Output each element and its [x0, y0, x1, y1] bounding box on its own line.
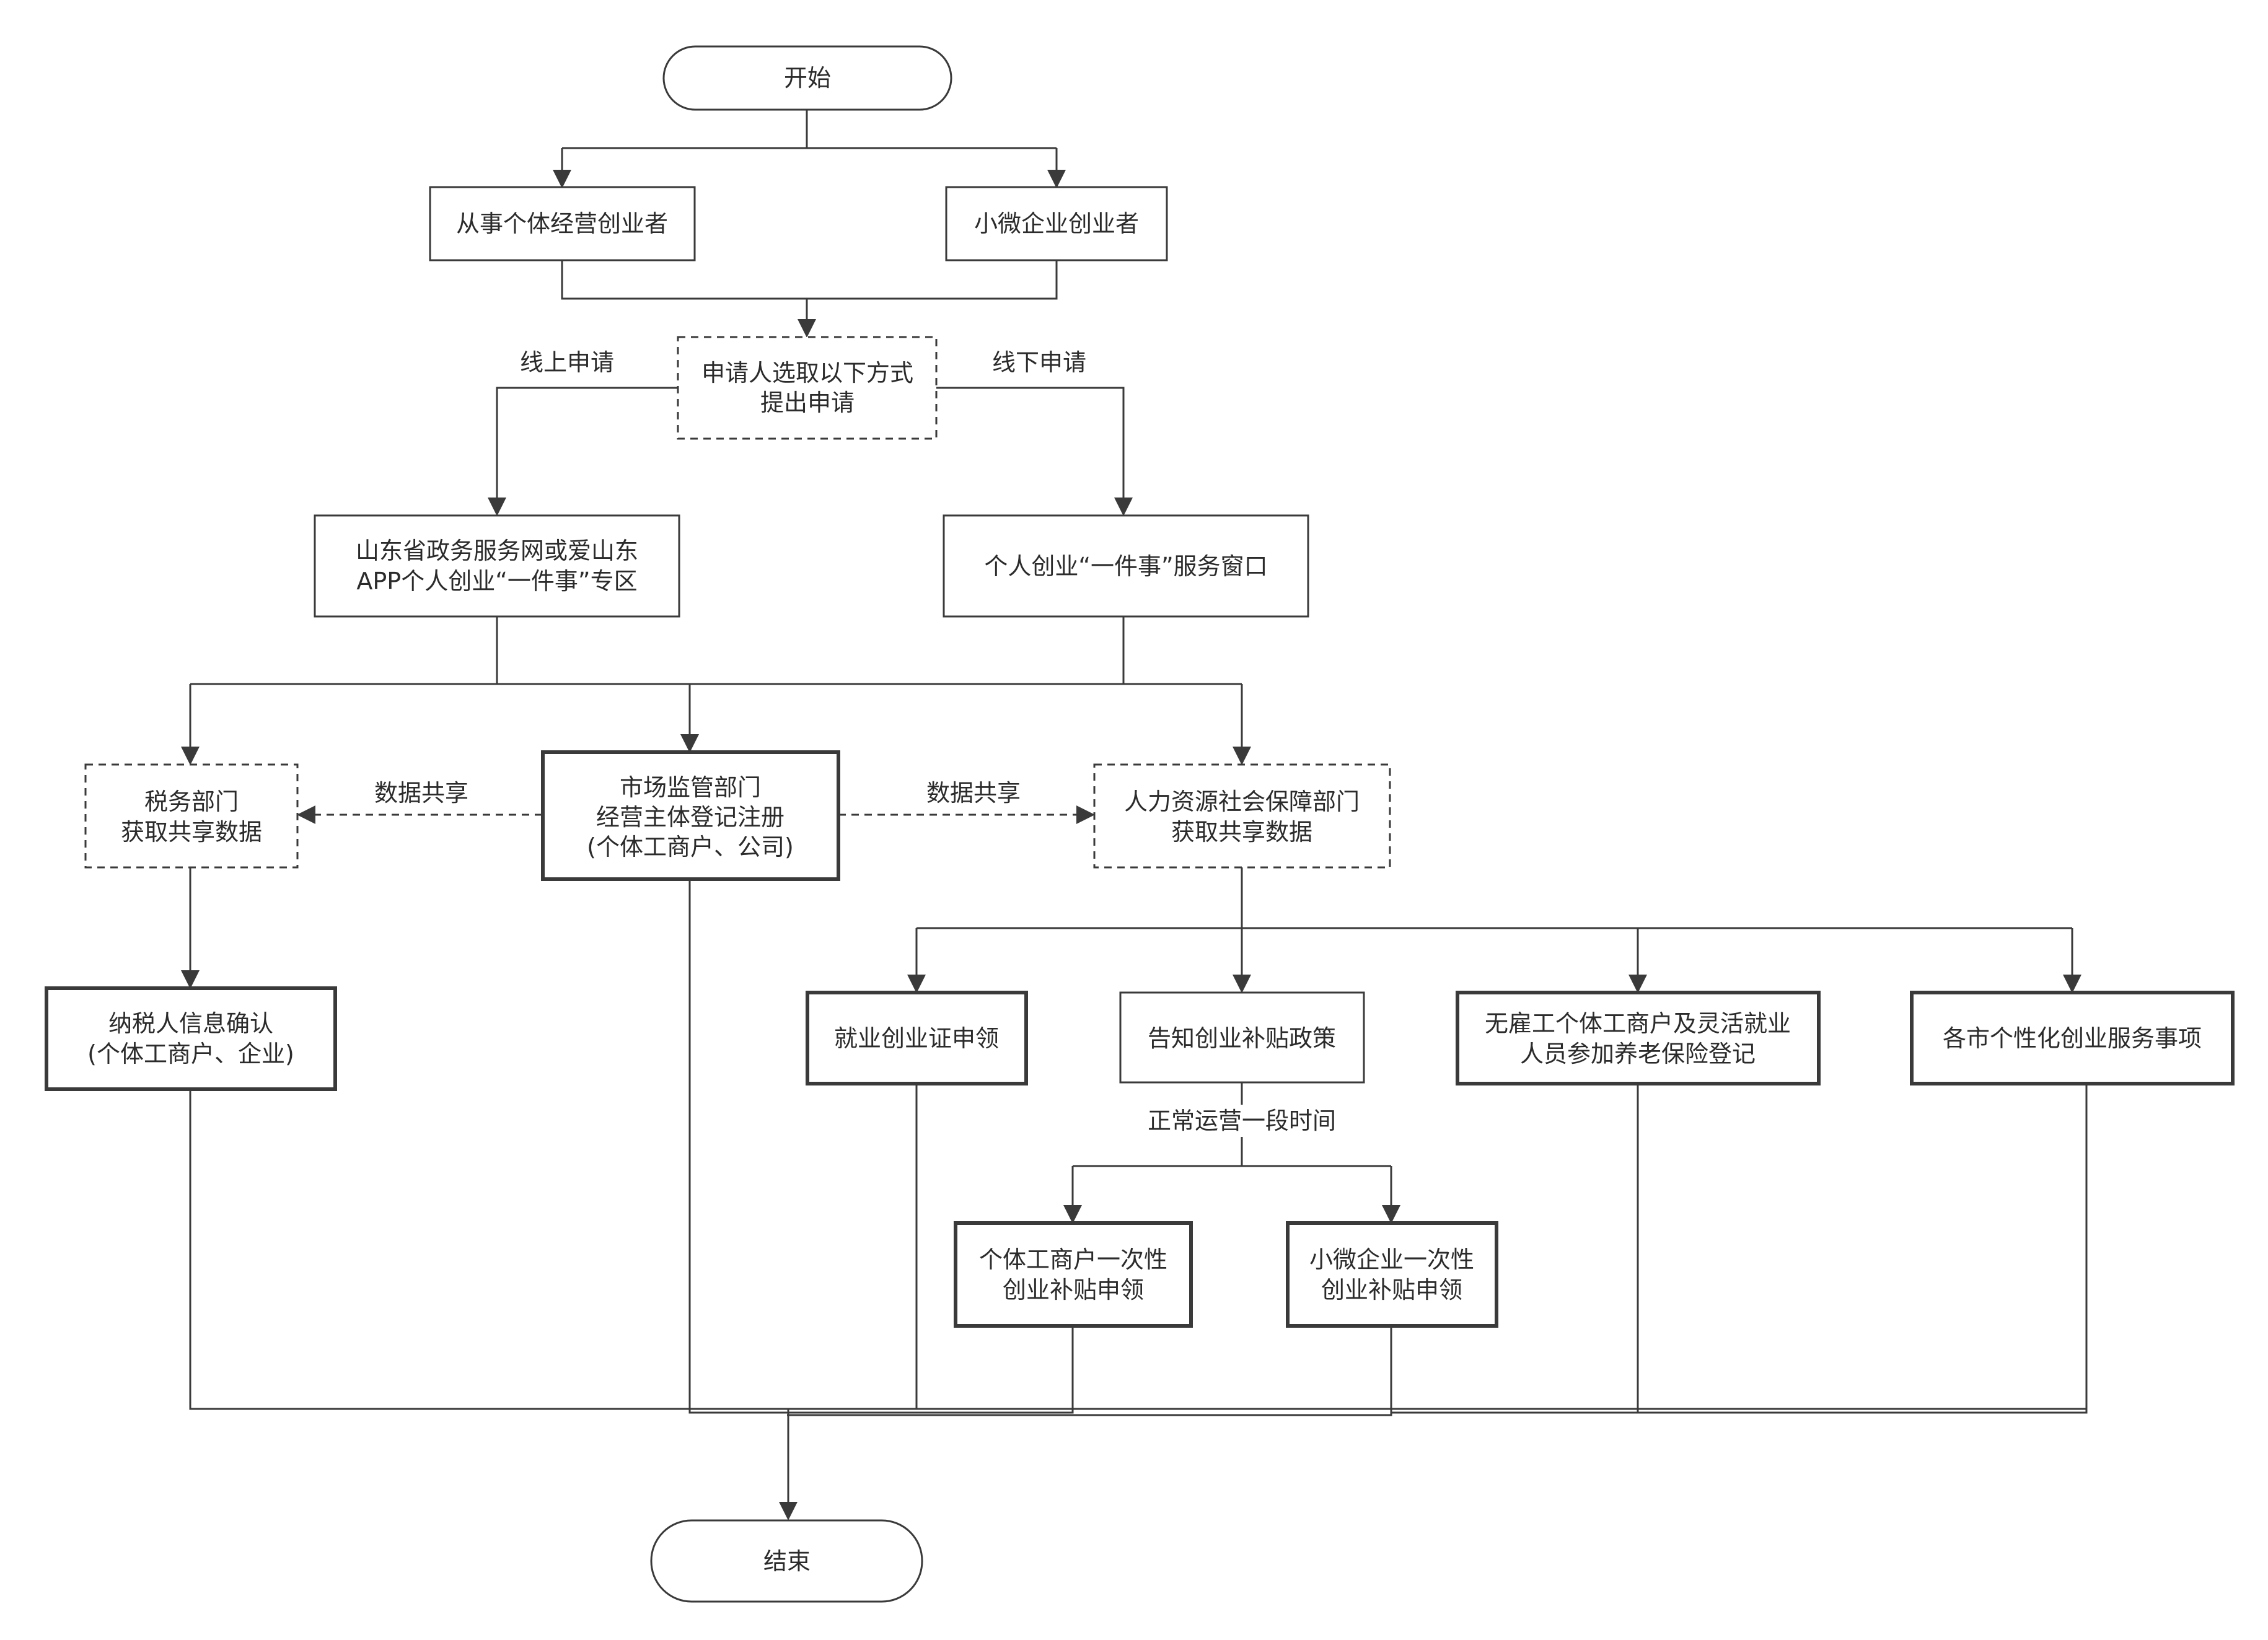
label-share-left: 数据共享	[374, 779, 468, 807]
node-taxpayer-line2: (个体工商户、企业)	[87, 1040, 294, 1068]
label-share-right: 数据共享	[926, 779, 1021, 807]
node-individual-label: 从事个体经营创业者	[456, 210, 668, 237]
node-hr-line1: 人力资源社会保障部门	[1124, 788, 1360, 815]
node-city-services: 各市个性化创业服务事项	[1910, 991, 2235, 1085]
label-normal-operation: 正常运营一段时间	[1148, 1107, 1336, 1134]
node-market-line3: (个体工商户、公司)	[587, 833, 794, 861]
node-choose-line1: 申请人选取以下方式	[701, 359, 913, 387]
edge-market-end	[688, 879, 787, 1414]
node-sme-subsidy-line2: 创业补贴申领	[1321, 1276, 1462, 1304]
node-sme-subsidy: 小微企业一次性 创业补贴申领	[1286, 1221, 1498, 1328]
node-small-biz: 小微企业创业者	[945, 186, 1168, 261]
node-taxpayer-line1: 纳税人信息确认	[108, 1010, 273, 1037]
edge-online	[488, 387, 678, 516]
node-subsidy-policy-label: 告知创业补贴政策	[1148, 1025, 1336, 1052]
node-individual-subsidy: 个体工商户一次性 创业补贴申领	[954, 1221, 1193, 1328]
node-pension-line2: 人员参加养老保险登记	[1520, 1040, 1756, 1068]
node-hr-line2: 获取共享数据	[1171, 818, 1312, 846]
node-online-line1: 山东省政务服务网或爱山东	[356, 537, 638, 564]
edge-sme-subsidy-end	[787, 1326, 1392, 1416]
node-service-window: 个人创业“一件事”服务窗口	[943, 514, 1309, 618]
node-choose-method: 申请人选取以下方式 提出申请	[677, 336, 938, 440]
label-offline: 线下申请	[992, 349, 1086, 376]
node-choose-line2: 提出申请	[760, 389, 855, 416]
node-sme-subsidy-line1: 小微企业一次性	[1309, 1246, 1474, 1273]
node-hr-dept: 人力资源社会保障部门 获取共享数据	[1093, 763, 1391, 869]
node-tax-dept: 税务部门 获取共享数据	[84, 763, 299, 869]
node-city-services-label: 各市个性化创业服务事项	[1943, 1025, 2202, 1052]
node-market-line2: 经营主体登记注册	[596, 804, 785, 831]
node-online-portal: 山东省政务服务网或爱山东 APP个人创业“一件事”专区	[314, 514, 680, 618]
node-end: 结束	[650, 1519, 923, 1603]
node-online-line2: APP个人创业“一件事”专区	[356, 568, 637, 595]
node-ind-subsidy-line2: 创业补贴申领	[1003, 1276, 1144, 1304]
node-subsidy-policy: 告知创业补贴政策	[1119, 991, 1365, 1084]
edge-taxpayer-end	[189, 1089, 787, 1410]
node-start: 开始	[662, 45, 952, 111]
label-bg-normal-operation	[1139, 1105, 1343, 1137]
edge-ind-subsidy-end	[787, 1326, 1074, 1414]
node-market-dept: 市场监管部门 经营主体登记注册 (个体工商户、公司)	[541, 750, 840, 881]
node-ind-subsidy-line1: 个体工商户一次性	[979, 1246, 1167, 1273]
edge-start-split	[562, 110, 1057, 149]
label-online: 线上申请	[520, 349, 614, 376]
edge-merge-applicants	[561, 260, 1058, 300]
node-employment-cert-label: 就业创业证申领	[834, 1025, 999, 1052]
node-tax-line2: 获取共享数据	[121, 818, 262, 846]
node-pension-registration: 无雇工个体工商户及灵活就业 人员参加养老保险登记	[1456, 991, 1821, 1085]
node-end-label: 结束	[763, 1548, 811, 1575]
node-market-line1: 市场监管部门	[620, 774, 761, 801]
node-pension-line1: 无雇工个体工商户及灵活就业	[1485, 1010, 1791, 1037]
edge-city-end	[1638, 1084, 2088, 1414]
node-employment-cert: 就业创业证申领	[806, 991, 1028, 1085]
node-taxpayer-confirm: 纳税人信息确认 (个体工商户、企业)	[45, 986, 337, 1091]
node-tax-line1: 税务部门	[144, 788, 239, 815]
node-window-label: 个人创业“一件事”服务窗口	[984, 553, 1267, 580]
node-individual: 从事个体经营创业者	[429, 186, 696, 261]
node-small-biz-label: 小微企业创业者	[974, 210, 1139, 237]
edge-offline	[936, 387, 1133, 516]
node-start-label: 开始	[784, 64, 831, 92]
